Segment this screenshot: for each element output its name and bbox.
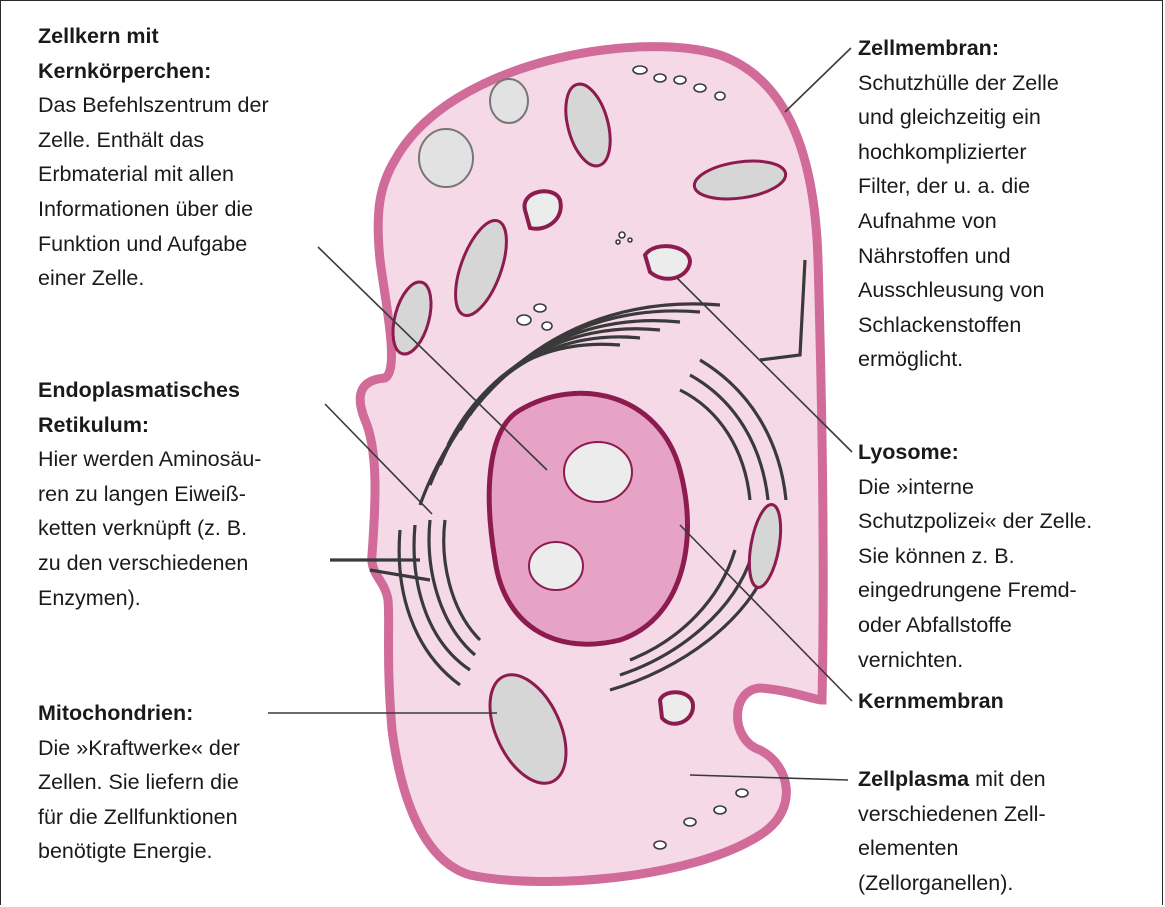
nucleus bbox=[489, 393, 687, 644]
label-zellplasma-line: verschiedenen Zell- bbox=[858, 797, 1046, 832]
label-mito-line: benötigte Energie. bbox=[38, 834, 240, 869]
label-mito-line: Zellen. Sie liefern die bbox=[38, 765, 240, 800]
nucleolus-2 bbox=[529, 542, 583, 590]
label-mito: Mitochondrien: Die »Kraftwerke« der Zell… bbox=[38, 696, 240, 869]
label-zellkern-line: Erbmaterial mit allen bbox=[38, 157, 269, 192]
nucleolus-1 bbox=[564, 442, 632, 502]
label-mito-line: für die Zellfunktionen bbox=[38, 800, 240, 835]
label-zellkern: Zellkern mit Kernkörperchen: Das Befehls… bbox=[38, 19, 269, 296]
label-zellkern-line: Zelle. Enthält das bbox=[38, 123, 269, 158]
label-zellkern-title-1: Zellkern mit bbox=[38, 19, 269, 54]
label-lyso-line: vernichten. bbox=[858, 643, 1092, 678]
vacuole bbox=[490, 79, 528, 123]
label-zellplasma-title: Zellplasma bbox=[858, 767, 969, 791]
label-membran-line: Filter, der u. a. die bbox=[858, 169, 1059, 204]
leader-membran bbox=[785, 48, 851, 112]
label-zellkern-line: einer Zelle. bbox=[38, 261, 269, 296]
label-kernmembran: Kernmembran bbox=[858, 684, 1004, 719]
label-zellplasma-first-line: Zellplasma mit den bbox=[858, 762, 1046, 797]
label-zellplasma: Zellplasma mit den verschiedenen Zell- e… bbox=[858, 762, 1046, 900]
label-lyso-line: Die »interne bbox=[858, 470, 1092, 505]
label-er-line: Enzymen). bbox=[38, 581, 261, 616]
label-er-line: Hier werden Aminosäu- bbox=[38, 442, 261, 477]
label-lyso-title: Lyosome: bbox=[858, 435, 1092, 470]
label-zellkern-line: Funktion und Aufgabe bbox=[38, 227, 269, 262]
label-membran-line: Schutzhülle der Zelle bbox=[858, 66, 1059, 101]
vacuole bbox=[419, 129, 473, 187]
label-zellplasma-title-rest: mit den bbox=[969, 767, 1045, 791]
label-kernmembran-title: Kernmembran bbox=[858, 684, 1004, 719]
label-zellkern-title-2: Kernkörperchen: bbox=[38, 54, 269, 89]
lysosome bbox=[525, 191, 561, 228]
label-membran-line: und gleichzeitig ein bbox=[858, 100, 1059, 135]
label-membran-line: Aufnahme von bbox=[858, 204, 1059, 239]
label-membran: Zellmembran: Schutzhülle der Zelle und g… bbox=[858, 31, 1059, 377]
label-er-line: zu den verschiedenen bbox=[38, 546, 261, 581]
label-zellkern-line: Das Befehlszentrum der bbox=[38, 88, 269, 123]
label-membran-line: Schlackenstoffen bbox=[858, 308, 1059, 343]
label-mito-line: Die »Kraftwerke« der bbox=[38, 731, 240, 766]
lysosome bbox=[645, 246, 690, 279]
lysosome bbox=[660, 692, 693, 724]
label-membran-line: hochkomplizierter bbox=[858, 135, 1059, 170]
label-lyso-line: eingedrungene Fremd- bbox=[858, 573, 1092, 608]
label-er-line: ren zu langen Eiweiß- bbox=[38, 477, 261, 512]
label-mito-title: Mitochondrien: bbox=[38, 696, 240, 731]
label-lyso: Lyosome: Die »interne Schutzpolizei« der… bbox=[858, 435, 1092, 677]
label-membran-title: Zellmembran: bbox=[858, 31, 1059, 66]
label-membran-line: Nährstoffen und bbox=[858, 239, 1059, 274]
label-membran-line: Ausschleusung von bbox=[858, 273, 1059, 308]
label-er-title-1: Endoplasmatisches bbox=[38, 373, 261, 408]
label-er-title-2: Retikulum: bbox=[38, 408, 261, 443]
label-er-line: ketten verknüpft (z. B. bbox=[38, 511, 261, 546]
label-er: Endoplasmatisches Retikulum: Hier werden… bbox=[38, 373, 261, 615]
label-lyso-line: Sie können z. B. bbox=[858, 539, 1092, 574]
label-membran-line: ermöglicht. bbox=[858, 342, 1059, 377]
label-lyso-line: oder Abfallstoffe bbox=[858, 608, 1092, 643]
label-zellplasma-line: (Zellorganellen). bbox=[858, 866, 1046, 901]
label-zellplasma-line: elementen bbox=[858, 831, 1046, 866]
label-lyso-line: Schutzpolizei« der Zelle. bbox=[858, 504, 1092, 539]
label-zellkern-line: Informationen über die bbox=[38, 192, 269, 227]
